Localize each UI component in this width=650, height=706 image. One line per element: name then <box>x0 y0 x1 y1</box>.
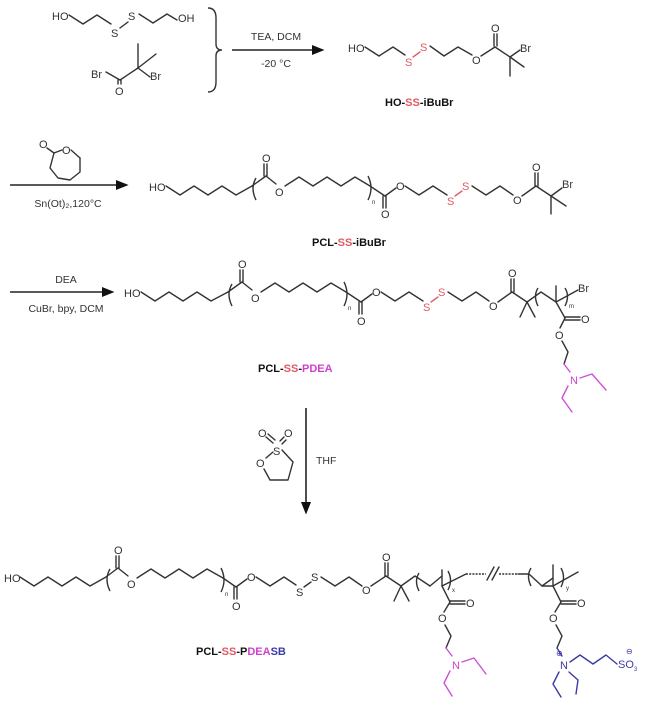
atom-n-amine: N <box>570 375 578 387</box>
conditions-step3-bottom: CuBr, bpy, DCM <box>28 303 103 315</box>
subscript-n: n <box>372 200 375 206</box>
atom-o1: O <box>258 428 267 440</box>
atom-o: O <box>115 86 124 98</box>
conditions-step2-bottom: Sn(Ot)₂,120°C <box>34 198 102 210</box>
atom-ho: HO <box>52 11 69 23</box>
atom-ho: HO <box>4 573 21 585</box>
atom-o2: O <box>251 293 260 305</box>
atom-o-ring: O <box>256 458 265 470</box>
arrow-step4: THF <box>300 408 336 515</box>
arrow-step2: Sn(Ot)₂,120°C <box>10 179 129 210</box>
negative-charge-icon: ⊖ <box>626 647 633 656</box>
atom-o4: O <box>396 181 405 193</box>
atom-o-carbonyl: O <box>491 23 500 35</box>
atom-n-plus: N <box>560 660 568 672</box>
atom-br1: Br <box>91 69 102 81</box>
atom-s2: S <box>438 287 445 299</box>
atom-s1: S <box>296 587 303 599</box>
atom-s: S <box>273 446 280 458</box>
reagent-propane-sultone: O O S O <box>256 428 294 481</box>
atom-br2: Br <box>150 71 161 83</box>
conditions-step1-bottom: -20 °C <box>261 58 291 70</box>
atom-s1: S <box>423 302 430 314</box>
atom-br: Br <box>520 43 531 55</box>
atom-s2: S <box>311 572 318 584</box>
atom-n-amine: N <box>452 660 460 672</box>
arrow-step3: DEA CuBr, bpy, DCM <box>10 274 115 315</box>
arrow-step1: TEA, DCM -20 °C <box>232 31 325 70</box>
atom-o4: O <box>247 572 256 584</box>
reagent-caprolactone: O O <box>39 139 81 181</box>
reactant-brace <box>207 7 223 93</box>
atom-o2: O <box>275 187 284 199</box>
atom-ho: HO <box>348 43 365 55</box>
atom-so3: SO3 <box>618 659 638 673</box>
atom-o7: O <box>581 314 590 326</box>
atom-s2: S <box>128 11 135 23</box>
atom-o1: O <box>262 153 271 165</box>
atom-ho: HO <box>149 182 166 194</box>
atom-o-carbonyl: O <box>39 139 48 151</box>
conditions-step4-right: THF <box>316 455 336 467</box>
subscript-y: y <box>566 586 569 592</box>
product-pcl-ss-pdeasb: HO O O n O O S S O O x <box>4 545 638 698</box>
atom-o1: O <box>114 545 123 557</box>
label-pcl-ss-ibubr: PCL-SS-iBuBr <box>312 237 387 249</box>
atom-br: Br <box>562 179 573 191</box>
reactant-2-hydroxyethyl-disulfide: HO S S OH <box>52 11 195 40</box>
atom-o7: O <box>466 598 475 610</box>
product-ho-ss-ibubr: HO S S O O Br <box>348 23 531 77</box>
atom-o1: O <box>238 259 247 271</box>
atom-oh: OH <box>178 13 195 25</box>
atom-o6: O <box>532 162 541 174</box>
atom-s2: S <box>420 42 427 54</box>
atom-o6: O <box>508 268 517 280</box>
atom-o3: O <box>232 601 241 613</box>
atom-o6: O <box>382 552 391 564</box>
conditions-step1-top: TEA, DCM <box>251 31 301 43</box>
atom-o-ring: O <box>62 145 71 157</box>
product-pcl-ss-pdea: HO O O n O O S S O O m Br <box>124 259 607 413</box>
atom-s1: S <box>405 57 412 69</box>
label-pcl-ss-pdea: PCL-SS-PDEA <box>258 363 333 375</box>
atom-s2: S <box>462 181 469 193</box>
atom-o8: O <box>555 330 564 342</box>
atom-o5: O <box>489 301 498 313</box>
atom-o5: O <box>362 585 371 597</box>
label-ho-ss-ibubr: HO-SS-iBuBr <box>385 97 454 109</box>
subscript-x: x <box>452 588 455 594</box>
positive-charge-icon: ⊕ <box>556 649 563 658</box>
label-pcl-ss-pdeasb: PCL-SS-PDEASB <box>196 646 286 658</box>
product-pcl-ss-ibubr: HO O O n O O S S O O Br <box>149 153 573 221</box>
atom-o3: O <box>381 209 390 221</box>
atom-s1: S <box>447 196 454 208</box>
subscript-n: n <box>348 306 351 312</box>
subscript-n: n <box>225 592 228 598</box>
reactant-bromoisobutyryl-bromide: Br Br O <box>91 43 161 98</box>
atom-o8: O <box>438 613 447 625</box>
atom-o2: O <box>284 428 293 440</box>
atom-o3: O <box>357 316 366 328</box>
atom-br: Br <box>578 283 589 295</box>
atom-o5: O <box>513 195 522 207</box>
atom-o-ester: O <box>472 55 481 67</box>
atom-o10: O <box>549 613 558 625</box>
atom-o2: O <box>127 579 136 591</box>
atom-o4: O <box>372 287 381 299</box>
subscript-m: m <box>569 304 574 310</box>
atom-ho: HO <box>124 288 141 300</box>
atom-o9: O <box>577 598 586 610</box>
atom-s1: S <box>111 28 118 40</box>
conditions-step3-top: DEA <box>55 274 77 286</box>
